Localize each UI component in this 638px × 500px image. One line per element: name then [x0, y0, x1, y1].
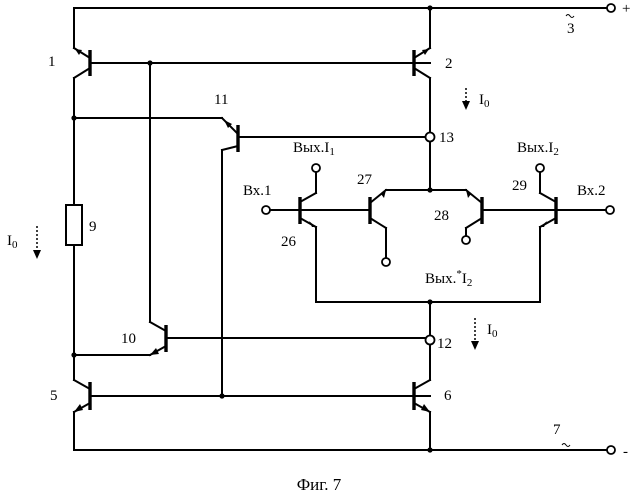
figure-caption: Фиг. 7 [297, 475, 342, 494]
output-i2-terminal [536, 164, 544, 172]
label-node-7: 7 [553, 422, 561, 438]
positive-rail [74, 4, 615, 12]
transistor-5 [74, 380, 430, 412]
output-ni2-terminal [462, 236, 470, 244]
transistor-27-collector-terminal [382, 258, 390, 266]
label-output-i1: Вых.I1 [293, 140, 335, 158]
negative-terminal [607, 446, 615, 454]
current-arrow-bottom [471, 318, 479, 350]
label-node-13: 13 [439, 130, 454, 146]
label-node-3: 3 [567, 21, 575, 37]
current-arrow-top [462, 88, 470, 110]
transistor-29 [536, 164, 556, 302]
label-output-ni2: Вых.*I2 [425, 268, 472, 289]
output-i1-terminal [312, 164, 320, 172]
junction-dot [427, 5, 432, 10]
label-transistor-5: 5 [50, 388, 58, 404]
label-transistor-29: 29 [512, 178, 527, 194]
junction-dot [219, 393, 224, 398]
junction-dot [427, 187, 432, 192]
label-minus: - [623, 444, 628, 460]
current-arrow-left [33, 226, 41, 259]
junction-dot [427, 447, 432, 452]
input-1-wire [262, 206, 300, 214]
node-12 [426, 336, 435, 345]
label-transistor-28: 28 [434, 208, 449, 224]
label-current-bottom: I0 [487, 322, 498, 340]
negative-rail [74, 446, 615, 454]
tilde-mark [562, 444, 570, 447]
label-transistor-2: 2 [445, 56, 453, 72]
junction-dot [147, 60, 152, 65]
label-current-top: I0 [479, 92, 490, 110]
resistor-9 [66, 205, 82, 245]
label-node-12: 12 [437, 336, 452, 352]
junction-dot [71, 352, 76, 357]
label-plus: + [622, 1, 630, 17]
junction-dot [71, 115, 76, 120]
input-2-terminal [606, 206, 614, 214]
label-transistor-10: 10 [121, 331, 136, 347]
input-2-wire [556, 206, 614, 214]
transistor-26 [300, 164, 320, 302]
label-transistor-6: 6 [444, 388, 452, 404]
label-output-i2: Вых.I2 [517, 140, 559, 158]
junction-dot [427, 299, 432, 304]
label-transistor-26: 26 [281, 234, 297, 250]
transistor-1 [74, 48, 430, 78]
node-13 [426, 133, 435, 142]
input-1-terminal [262, 206, 270, 214]
label-transistor-1: 1 [48, 54, 56, 70]
label-resistor-9: 9 [89, 219, 97, 235]
tilde-mark [566, 15, 574, 18]
label-input-1: Вх.1 [243, 183, 272, 199]
transistor-27 [370, 190, 390, 266]
label-transistor-27: 27 [357, 172, 373, 188]
positive-terminal [607, 4, 615, 12]
label-current-left: I0 [7, 233, 18, 251]
transistor-11 [222, 118, 425, 396]
label-transistor-11: 11 [214, 92, 228, 108]
label-input-2: Вх.2 [577, 183, 606, 199]
transistor-28 [462, 190, 482, 244]
